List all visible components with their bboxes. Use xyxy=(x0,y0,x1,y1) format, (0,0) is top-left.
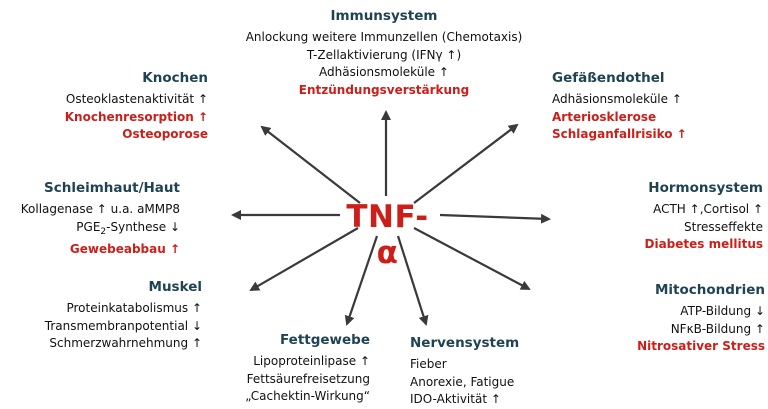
group-line: NFκB-Bildung ↑ xyxy=(670,321,765,336)
group-line: Kollagenase ↑ u.a. aMMP8 xyxy=(20,202,180,216)
group-line-highlight: Gewebeabbau ↑ xyxy=(69,242,180,256)
group-line: ATP-Bildung ↓ xyxy=(680,304,765,318)
formula-rest: -Synthese ↓ xyxy=(106,219,180,234)
group-line: „Cachektin-Wirkung“ xyxy=(245,389,370,403)
arrow-to-mitochondrien xyxy=(413,227,531,290)
group-line: PGE2-Synthese ↓ xyxy=(14,219,180,242)
group-nervensystem: Nervensystem Fieber Anorexie, Fatigue ID… xyxy=(410,333,540,409)
group-title: Knochen xyxy=(142,70,208,86)
arrow-to-hormonsystem xyxy=(439,213,551,224)
group-hormonsystem: Hormonsystem ACTH ↑,Cortisol ↑ Stresseff… xyxy=(583,178,764,254)
group-line: Fieber xyxy=(410,357,447,371)
formula-subscript: 2 xyxy=(100,226,107,237)
group-title: Mitochondrien xyxy=(654,282,765,298)
arrow-to-knochen xyxy=(260,125,361,204)
group-line-highlight: Entzündungsverstärkung xyxy=(298,82,470,97)
group-title: Immunsystem xyxy=(330,8,438,24)
group-line: Lipoproteinlipase ↑ xyxy=(253,354,370,368)
group-line: T-Zellaktivierung (IFNγ ↑) xyxy=(306,47,462,62)
group-line: Anlockung weitere Immunzellen (Chemotaxi… xyxy=(245,30,523,44)
group-immunsystem: Immunsystem Anlockung weitere Immunzelle… xyxy=(234,6,534,99)
group-line-highlight: Nitrosativer Stress xyxy=(637,339,765,353)
arrow-to-gefaessendothel xyxy=(413,123,519,204)
group-line: Anorexie, Fatigue xyxy=(410,374,515,389)
group-line-highlight: Osteoporose xyxy=(122,127,208,141)
group-schleimhaut-haut: Schleimhaut/Haut Kollagenase ↑ u.a. aMMP… xyxy=(14,178,180,259)
group-line: Adhäsionsmoleküle ↑ xyxy=(552,92,682,106)
group-title: Nervensystem xyxy=(410,335,520,351)
group-line: Schmerzwahrnehmung ↑ xyxy=(49,336,202,350)
group-line: Adhäsionsmoleküle ↑ xyxy=(319,65,449,79)
group-fettgewebe: Fettgewebe Lipoproteinlipase ↑ Fettsäure… xyxy=(240,330,370,406)
arrow-to-nervensystem xyxy=(396,235,429,326)
group-line-highlight: Arteriosklerose xyxy=(552,109,657,124)
arrow-to-muskel xyxy=(249,227,359,292)
group-line: ACTH ↑,Cortisol ↑ xyxy=(653,202,763,216)
group-line: Osteoklastenaktivität ↑ xyxy=(65,92,208,106)
group-line-highlight: Knochenresorption ↑ xyxy=(64,109,208,124)
arrow-to-fettgewebe xyxy=(344,235,379,326)
formula-base: PGE xyxy=(76,219,101,234)
group-gefaessendothel: Gefäßendothel Adhäsionsmoleküle ↑ Arteri… xyxy=(552,68,752,144)
group-line-highlight: Schlaganfallrisiko ↑ xyxy=(552,127,687,141)
group-title: Gefäßendothel xyxy=(552,70,665,86)
group-line: IDO-Aktivität ↑ xyxy=(410,392,501,406)
group-mitochondrien: Mitochondrien ATP-Bildung ↓ NFκB-Bildung… xyxy=(570,280,765,356)
group-line-highlight: Diabetes mellitus xyxy=(644,237,764,251)
group-title: Schleimhaut/Haut xyxy=(43,180,180,196)
group-line: Transmembranpotential ↓ xyxy=(44,318,202,333)
group-line: Stresseffekte xyxy=(684,219,763,234)
group-title: Muskel xyxy=(148,279,202,295)
group-muskel: Muskel Proteinkatabolismus ↑ Transmembra… xyxy=(32,277,202,353)
group-title: Hormonsystem xyxy=(648,180,763,196)
group-knochen: Knochen Osteoklastenaktivität ↑ Knochenr… xyxy=(40,68,208,144)
center-label-tnf-alpha: TNF-α xyxy=(346,199,429,271)
group-line: Fettsäurefreisetzung xyxy=(246,371,370,386)
group-title: Fettgewebe xyxy=(279,332,370,348)
group-line: Proteinkatabolismus ↑ xyxy=(66,301,202,315)
